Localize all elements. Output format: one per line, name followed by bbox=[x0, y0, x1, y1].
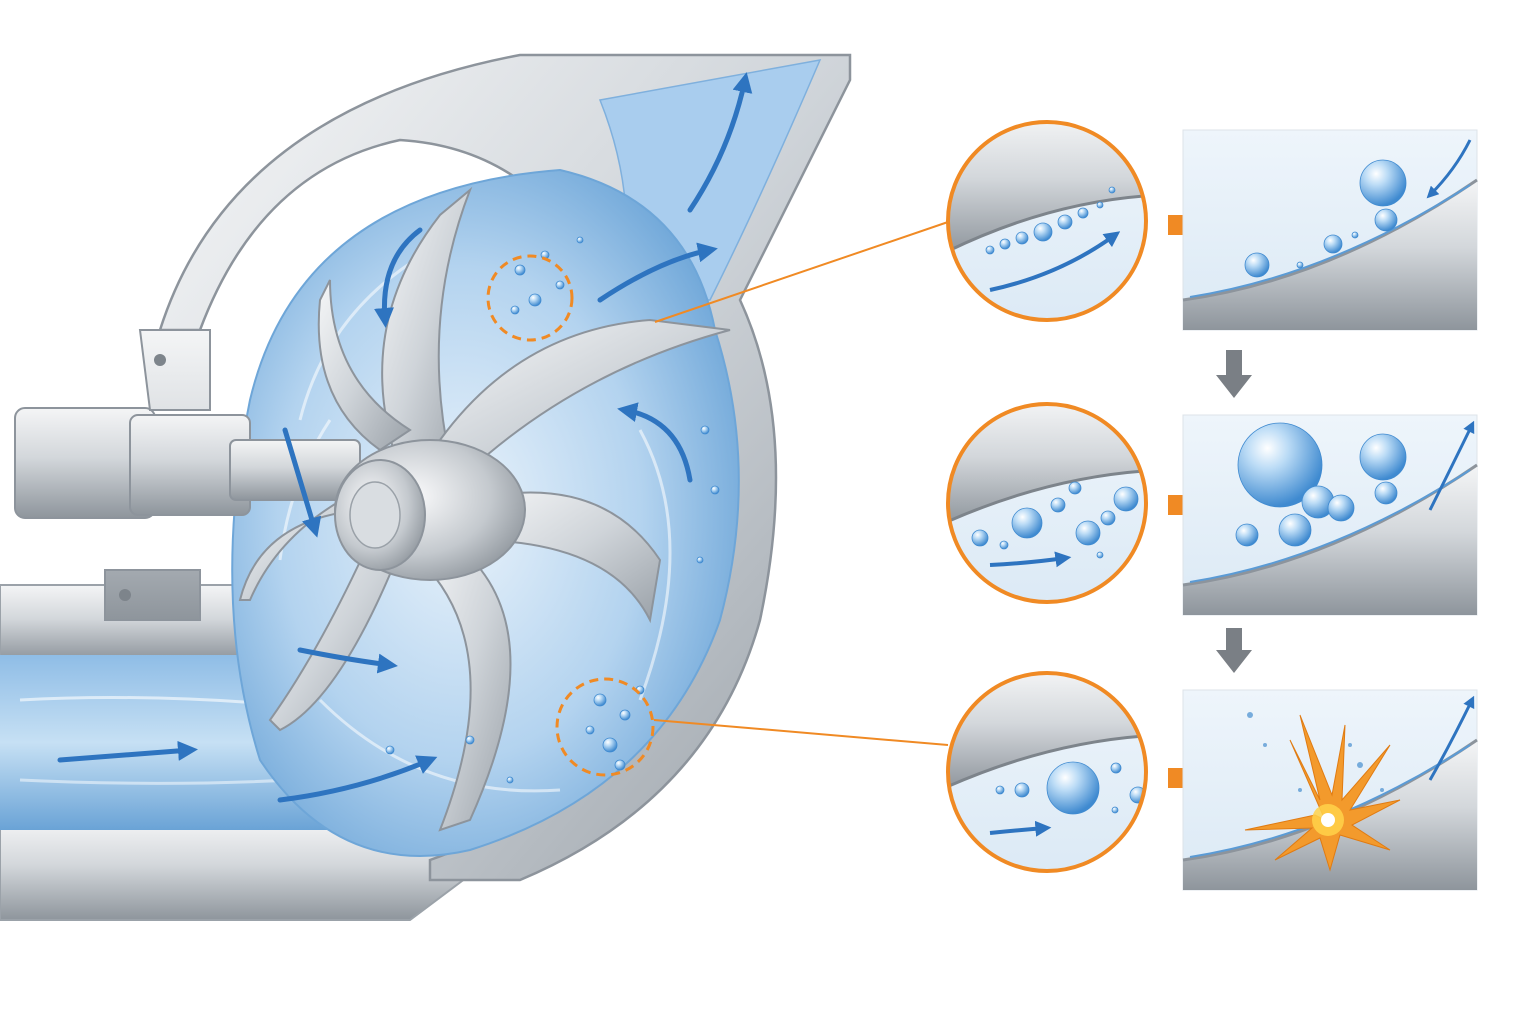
gray-down-arrow-icon bbox=[1216, 350, 1252, 398]
pump-cutaway bbox=[0, 55, 850, 920]
impeller-hub bbox=[335, 440, 525, 580]
stage-bubble-collapse bbox=[940, 670, 1477, 890]
detail-panel bbox=[1183, 130, 1477, 330]
gray-down-arrow-icon bbox=[1216, 628, 1252, 673]
detail-panel bbox=[1183, 690, 1477, 890]
stage-bubble-formation bbox=[940, 115, 1477, 335]
detail-panel bbox=[1183, 415, 1477, 615]
stage-bubble-growth bbox=[940, 400, 1477, 615]
